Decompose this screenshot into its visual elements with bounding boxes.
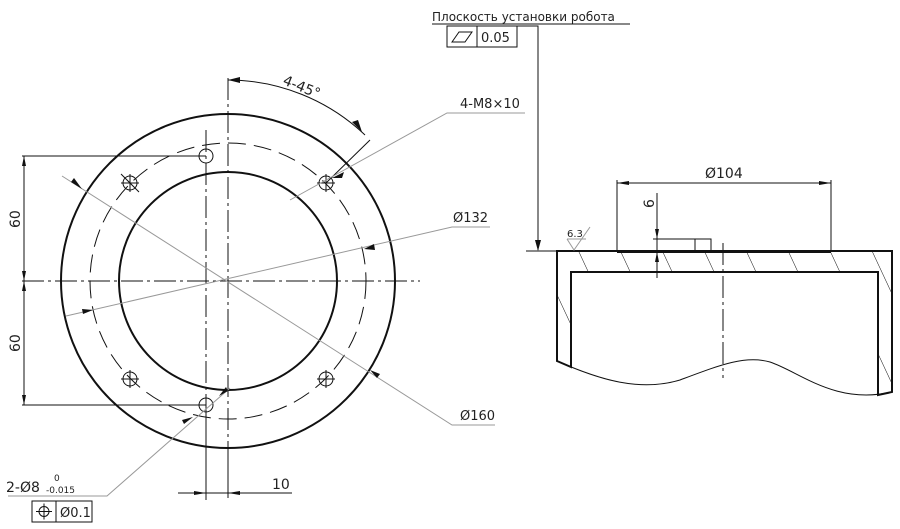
angle-label: 4-45° — [281, 73, 323, 102]
pin-hole-tol-lower: -0.015 — [46, 486, 75, 496]
break-line — [556, 359, 893, 396]
pin — [694, 238, 712, 252]
surface-roughness-symbol: 6.3 — [566, 226, 591, 251]
pin-hole-label: 2-Ø8 — [6, 480, 40, 496]
pin-hole-tol-upper: 0 — [54, 474, 60, 484]
outer-diameter-label: Ø160 — [460, 409, 495, 424]
title-note: Плоскость установки робота — [432, 10, 615, 24]
front-view: 60 60 4-45° 4-M8×10 Ø132 Ø160 10 2-Ø — [6, 73, 525, 523]
position-icon — [36, 503, 52, 520]
flatness-icon — [451, 31, 473, 43]
depth-label: 6 — [642, 199, 658, 208]
position-tolerance-frame: Ø0.1 — [31, 500, 93, 523]
section-diameter-label: Ø104 — [705, 166, 743, 182]
pcd-label: Ø132 — [453, 211, 488, 226]
pin-offset-label: 10 — [272, 477, 290, 493]
flatness-value: 0.05 — [481, 31, 510, 46]
roughness-value: 6.3 — [567, 229, 583, 240]
section-view: Плоскость установки робота 0.05 Ø104 — [432, 10, 893, 397]
flatness-tolerance-frame: 0.05 — [446, 25, 518, 48]
thread-label: 4-M8×10 — [460, 97, 520, 112]
position-tolerance-value: Ø0.1 — [60, 506, 91, 521]
dim-60-upper: 60 — [8, 210, 24, 228]
dim-60-lower: 60 — [8, 334, 24, 352]
